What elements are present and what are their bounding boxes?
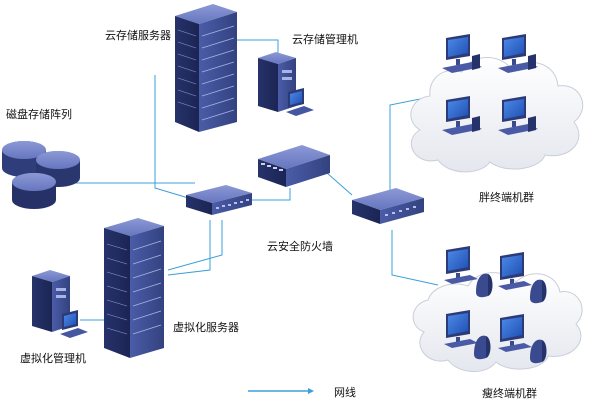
switch-icon [186,185,252,215]
thin-client-icon [530,339,547,364]
thin-client-group [444,246,547,364]
disk-array-icon [2,141,80,209]
server-rack-icon [175,4,237,132]
workstation-icon [32,270,88,338]
thin-client-icon [530,279,547,304]
monitor-icon [498,96,538,135]
legend-network-label: 网线 [334,386,356,399]
monitor-icon [498,314,532,352]
monitor-icon [444,246,478,284]
thin-client-icon [474,335,491,360]
monitor-icon [498,34,538,73]
monitor-icon [442,34,482,73]
cloud-storage-server-label: 云存储服务器 [105,29,171,42]
legend-arrow-icon [308,388,314,394]
firewall-icon [258,145,330,187]
server-rack-icon [104,218,164,358]
disk-array-label: 磁盘存储阵列 [6,108,72,121]
thin-client-icon [476,273,493,298]
fat-client-group-label: 胖终端机群 [479,191,534,204]
switch-icon [352,188,424,224]
virtualization-server-label: 虚拟化服务器 [173,321,239,334]
thin-client-group-label: 瘦终端机群 [482,387,537,400]
monitor-icon [444,310,478,348]
workstation-icon [258,52,314,116]
fat-client-group [442,34,538,135]
virtualization-mgmt-label: 虚拟化管理机 [20,352,86,365]
cloud-icon [410,57,584,173]
monitor-icon [442,96,482,135]
monitor-icon [498,252,532,290]
cloud-storage-mgmt-label: 云存储管理机 [292,33,358,46]
cloud-icon [412,272,583,372]
firewall-label: 云安全防火墙 [267,240,333,253]
